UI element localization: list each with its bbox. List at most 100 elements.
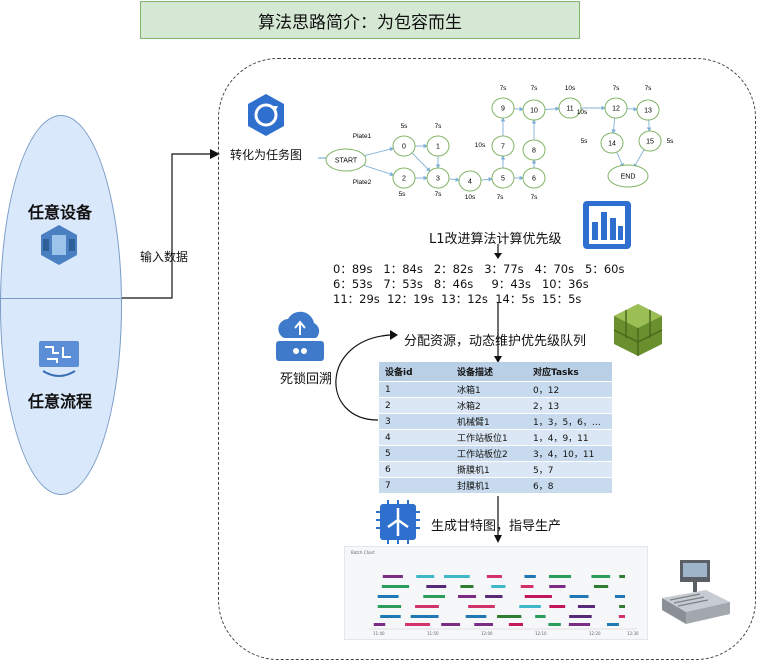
table-header-row: 设备id 设备描述 对应Tasks xyxy=(379,362,612,382)
gantt-bar xyxy=(443,575,470,578)
graph-edge-label: 7s xyxy=(435,123,443,130)
gantt-bar xyxy=(548,575,572,578)
cell-desc: 撕膜机1 xyxy=(451,461,527,478)
graph-edge xyxy=(625,106,638,112)
graph-node-label: 6 xyxy=(532,176,536,183)
gantt-bar xyxy=(373,623,386,626)
graph-node-label: 15 xyxy=(646,139,654,146)
graph-node-label: 1 xyxy=(436,144,440,151)
graph-edge xyxy=(512,106,524,112)
cell-id: 1 xyxy=(379,381,451,398)
gantt-tick: 12:00 xyxy=(481,631,493,636)
queue-arrow xyxy=(494,303,502,363)
gantt-tick: 11:40 xyxy=(373,631,385,636)
graph-node-label: 10 xyxy=(530,108,538,115)
graph-edge-label: 7s xyxy=(500,85,508,92)
gantt-bar xyxy=(457,595,477,598)
cell-tasks: 1，3，5，6，… xyxy=(527,413,612,430)
graph-edge-label: 7s xyxy=(497,194,505,201)
gantt-bar xyxy=(549,585,566,588)
gantt-label: 生成甘特图，指导生产 xyxy=(431,519,562,534)
graph-node-label: 2 xyxy=(402,176,406,183)
priority-arrow xyxy=(494,244,502,259)
graph-edge-label: 10s xyxy=(465,194,476,201)
gantt-title: Batch Chart xyxy=(351,550,375,555)
gantt-bar xyxy=(569,615,592,618)
gantt-bar xyxy=(423,595,446,598)
devices-icon xyxy=(41,225,77,265)
cell-desc: 工作站板位2 xyxy=(451,445,527,462)
graph-node xyxy=(522,139,546,161)
gantt-bar xyxy=(497,615,522,618)
gantt-bar xyxy=(619,605,625,608)
graph-node xyxy=(522,167,546,189)
graph-node xyxy=(458,170,482,192)
process-icon xyxy=(39,341,79,377)
graph-node-label: 9 xyxy=(501,106,505,113)
graph-edge-label: 5s xyxy=(667,138,675,145)
input-arrow xyxy=(122,149,220,299)
graph-node xyxy=(392,135,416,157)
cell-id: 2 xyxy=(379,397,451,414)
graph-edge xyxy=(615,150,624,168)
gantt-tick: 12:30 xyxy=(627,631,639,636)
cell-id: 3 xyxy=(379,413,451,430)
cell-desc: 机械臂1 xyxy=(451,413,527,430)
gantt-bar xyxy=(460,585,474,588)
gantt-bar xyxy=(465,615,487,618)
cell-id: 7 xyxy=(379,477,451,493)
graph-node-label: 4 xyxy=(468,179,472,186)
graph-node-label: 5 xyxy=(501,176,505,183)
bar-chart-icon xyxy=(583,201,631,249)
graph-node xyxy=(491,135,515,157)
gantt-bar xyxy=(524,595,552,598)
graph-edge-label: Plate1 xyxy=(353,133,372,140)
graph-node-label: START xyxy=(335,158,358,165)
gantt-bar xyxy=(377,605,402,608)
graph-edge-label: 7s xyxy=(613,85,621,92)
graph-node xyxy=(607,164,649,188)
graph-node-label: 3 xyxy=(436,176,440,183)
gantt-bar xyxy=(474,623,494,626)
gantt-bar xyxy=(468,605,495,608)
allocate-label: 分配资源，动态维护优先级队列 xyxy=(404,334,587,349)
gantt-bar xyxy=(410,615,439,618)
gantt-bar xyxy=(577,605,595,608)
gantt-bar xyxy=(441,623,461,626)
gantt-tick: 12:10 xyxy=(535,631,547,636)
gantt-bar xyxy=(614,595,625,598)
graph-edge-label: 7s xyxy=(435,191,443,198)
gantt-bar xyxy=(382,575,403,578)
cell-desc: 冰箱2 xyxy=(451,397,527,414)
cloud-router-icon xyxy=(276,311,324,361)
gantt-bar xyxy=(485,595,503,598)
cell-tasks: 3，4，10，11 xyxy=(527,445,612,462)
gantt-bar xyxy=(535,615,546,618)
cell-tasks: 5，7 xyxy=(527,461,612,478)
input-ellipse xyxy=(0,115,122,495)
graph-node xyxy=(600,132,624,154)
cell-tasks: 1，4，9，11 xyxy=(527,429,612,446)
any-process-label: 任意流程 xyxy=(28,392,93,411)
lab-machine-icon xyxy=(662,560,730,624)
graph-node xyxy=(522,99,546,121)
graph-node xyxy=(636,99,660,121)
deadlock-loop-arrow xyxy=(335,330,398,421)
ellipse-divider xyxy=(0,298,122,299)
graph-node-label: END xyxy=(621,174,636,181)
graph-edge xyxy=(447,177,460,182)
graph-edge-label: 7s xyxy=(531,85,539,92)
graph-node xyxy=(392,167,416,189)
graph-edge xyxy=(611,116,616,134)
deadlock-label: 死锁回溯 xyxy=(280,372,333,387)
graph-node xyxy=(638,130,662,152)
graph-edge-label: 5s xyxy=(399,191,407,198)
graph-edge xyxy=(479,177,493,182)
resource-cubes-icon xyxy=(613,304,663,356)
convert-label: 转化为任务图 xyxy=(230,148,303,162)
graph-edge-label: 10s xyxy=(577,109,588,116)
